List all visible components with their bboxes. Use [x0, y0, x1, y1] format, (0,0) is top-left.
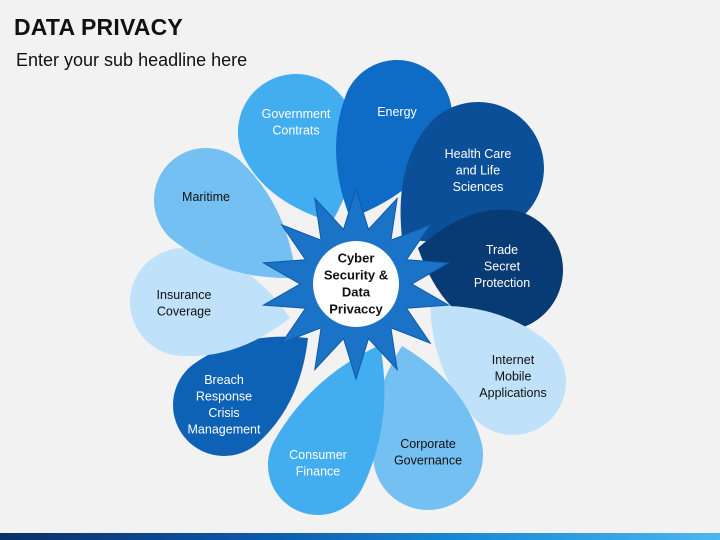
- petal-internet-mobile: [430, 305, 566, 435]
- center-circle: [313, 241, 399, 327]
- petal-breach-response: [173, 336, 308, 456]
- petal-insurance-coverage: [130, 248, 290, 357]
- petal-energy: [336, 60, 452, 218]
- petal-government-contrats: [237, 73, 356, 222]
- petal-consumer-finance: [267, 345, 385, 516]
- petal-label-energy: Energy: [377, 105, 417, 119]
- petal-trade-secret: [418, 209, 563, 331]
- page-subtitle: Enter your sub headline here: [16, 50, 248, 70]
- petal-corporate-governance: [371, 346, 483, 510]
- petal-health-care: [400, 102, 544, 243]
- petal-label-maritime: Maritime: [182, 190, 230, 204]
- bottom-accent-bar: [0, 533, 720, 540]
- petals-layer: [130, 60, 566, 516]
- page-title: DATA PRIVACY: [14, 14, 183, 40]
- petal-maritime: [154, 148, 296, 279]
